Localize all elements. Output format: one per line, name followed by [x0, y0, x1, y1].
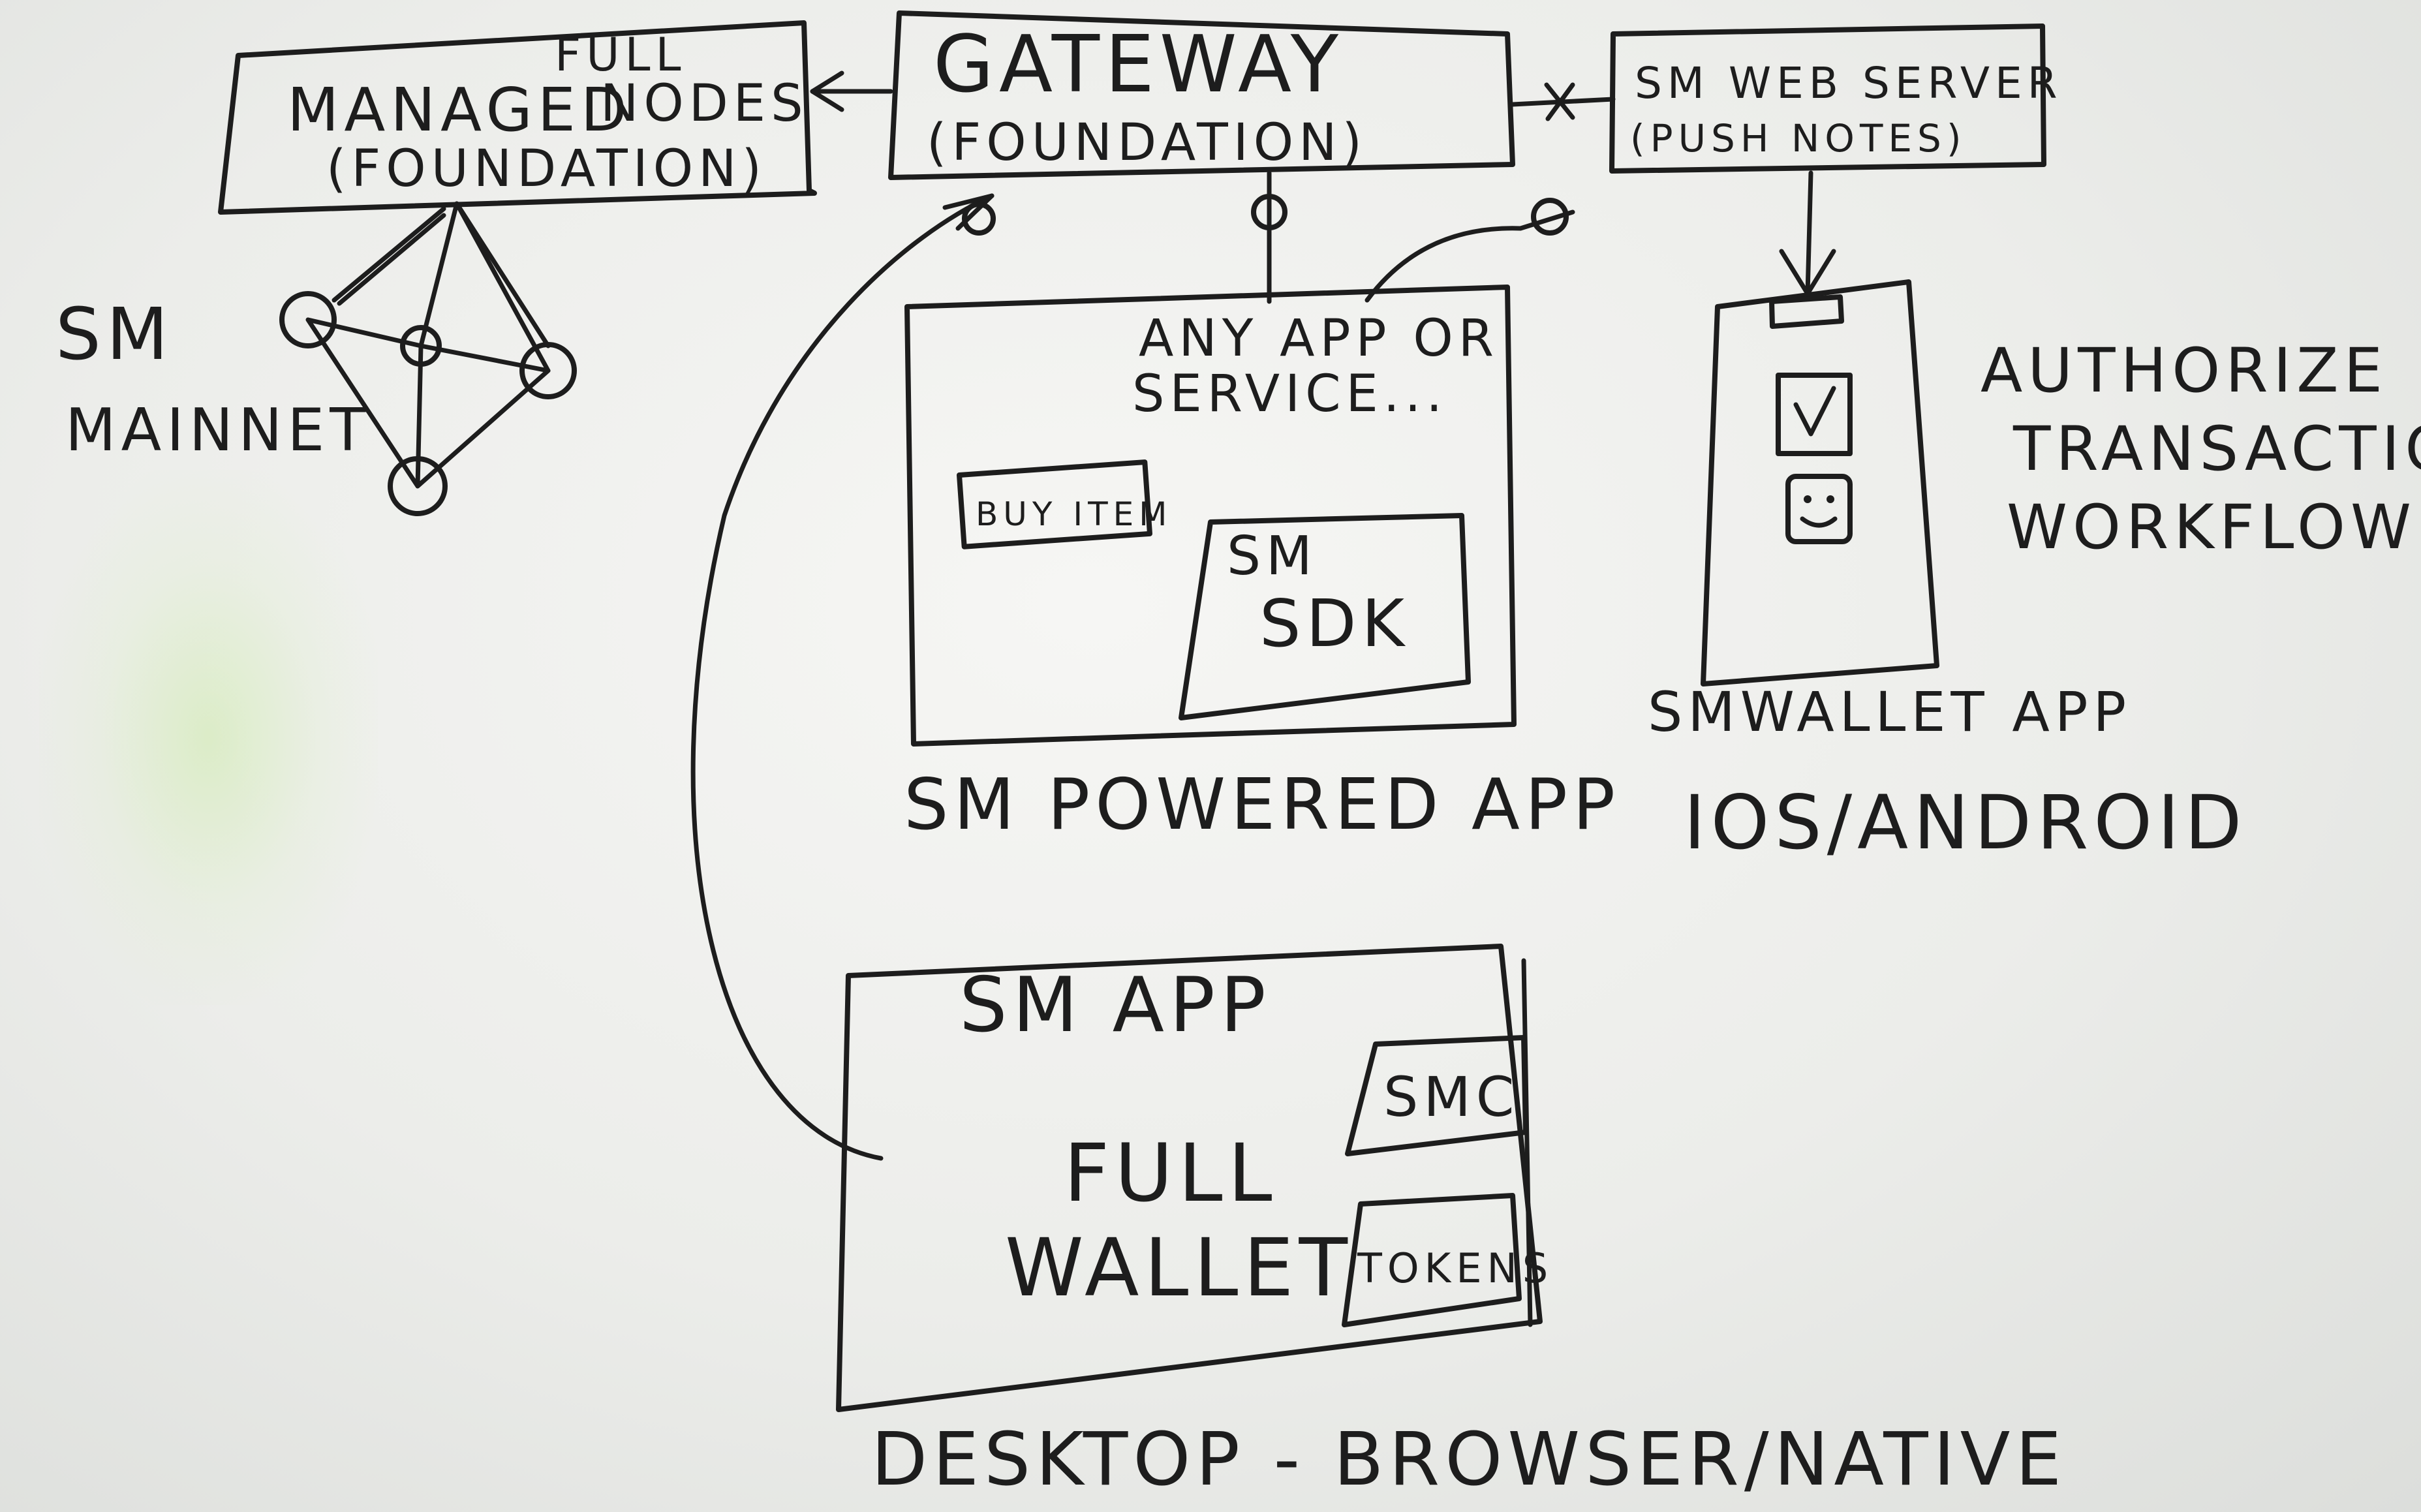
app-to-web-server-arrow: [1365, 198, 1575, 303]
sm-app-to-gateway-arrow: [690, 193, 996, 1161]
gateway-web-server-link: [1510, 82, 1616, 121]
nodes-label: NODES: [600, 74, 809, 133]
full-label: FULL: [1064, 1127, 1277, 1220]
sm-powered-app-label: SM POWERED APP: [904, 764, 1620, 846]
sm-powered-app-box: ANY APP OR SERVICE... BUY ITEM SM SDK SM…: [904, 285, 1620, 846]
smc-chip-label: SMC: [1383, 1065, 1519, 1129]
any-app-label: ANY APP OR: [1139, 309, 1499, 368]
service-label: SERVICE...: [1132, 365, 1447, 424]
wallet-label: WALLET: [1005, 1222, 1353, 1314]
managed-foundation-label: (FOUNDATION): [326, 140, 767, 198]
gateway-label: GATEWAY: [933, 20, 1344, 110]
sm-web-server-box: SM WEB SERVER (PUSH NOTES): [1609, 23, 2063, 174]
desktop-browser-native-label: DESKTOP - BROWSER/NATIVE: [871, 1417, 2067, 1502]
push-notes-label: (PUSH NOTES): [1630, 116, 1966, 161]
web-server-to-mobile-arrow: [1779, 170, 1836, 296]
gateway-to-nodes-arrow: [810, 70, 893, 112]
authorize-label: AUTHORIZE: [1981, 335, 2388, 407]
nodes-to-network-link: [337, 201, 551, 348]
network-graph-icon: [279, 201, 577, 516]
managed-label: MANAGED: [287, 75, 632, 145]
sm-app-full-wallet-box: SM APP FULL WALLET SMC TOKENS DESKTOP - …: [836, 944, 2067, 1502]
smwallet-mobile-phone: [1701, 279, 1939, 687]
mainnet-sm-label: SM: [55, 292, 174, 376]
tokens-chip-label: TOKENS: [1357, 1244, 1553, 1292]
sm-sdk-label: SDK: [1259, 585, 1410, 662]
smiley-face-icon: [1785, 474, 1853, 544]
checkbox-icon: [1776, 373, 1853, 456]
managed-full-nodes-box: MANAGED FULL NODES (FOUNDATION): [218, 20, 817, 215]
buy-item-label: BUY ITEM: [976, 495, 1172, 533]
gateway-foundation-label: (FOUNDATION): [927, 114, 1367, 172]
full-superscript-label: FULL: [555, 28, 686, 82]
workflow-label: WORKFLOW: [2007, 492, 2416, 563]
sm-web-server-label: SM WEB SERVER: [1635, 58, 2063, 108]
app-to-gateway-arrow: [1251, 170, 1288, 304]
ios-android-label: IOS/ANDROID: [1684, 779, 2247, 866]
sm-app-title: SM APP: [959, 961, 1271, 1049]
transactions-label: TRANSACTIONS: [2012, 414, 2421, 485]
mainnet-label: MAINNET: [65, 396, 371, 465]
smwallet-app-label: SMWALLET APP: [1648, 680, 2131, 744]
sm-sdk-sm-label: SM: [1227, 525, 1318, 587]
gateway-box: GATEWAY (FOUNDATION): [888, 10, 1515, 180]
